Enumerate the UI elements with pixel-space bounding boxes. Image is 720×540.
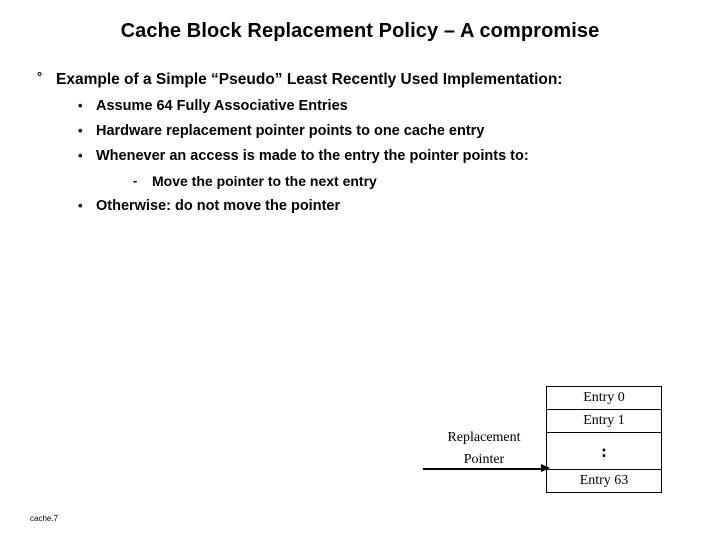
bullet-level1-text: Example of a Simple “Pseudo” Least Recen… [56, 71, 563, 88]
bullet-item-text: Whenever an access is made to the entry … [96, 148, 529, 164]
replacement-pointer-label-line1: Replacement [447, 430, 521, 445]
replacement-pointer-label-line2: Pointer [463, 452, 505, 467]
bullet-item: • Otherwise: do not move the pointer [30, 196, 690, 216]
bullet-marker-dot: • [78, 198, 83, 213]
table-row: Entry 1 [546, 409, 662, 433]
bullet-item-text: Move the pointer to the next entry [152, 173, 377, 189]
arrow-shaft [423, 468, 542, 470]
cache-entry-cell: Entry 63 [546, 469, 662, 493]
bullet-item-text: Otherwise: do not move the pointer [96, 198, 341, 214]
bullet-item: - Move the pointer to the next entry [30, 171, 690, 191]
arrow-head [541, 464, 550, 472]
replacement-pointer-label: Replacement Pointer [420, 428, 548, 470]
table-row: Entry 63 [546, 469, 662, 493]
bullet-item-text: Hardware replacement pointer points to o… [96, 123, 485, 139]
slide-footer: cache.7 [30, 514, 59, 523]
bullet-item-text: Assume 64 Fully Associative Entries [96, 98, 348, 114]
bullet-marker-dot: • [78, 148, 83, 163]
cache-entry-table: Entry 0 Entry 1 : Entry 63 [546, 386, 662, 493]
bullet-marker-dot: • [78, 123, 83, 138]
cache-entry-ellipsis: : [546, 432, 662, 470]
table-row: Entry 0 [546, 386, 662, 410]
table-row: : [546, 432, 662, 470]
cache-entry-cell: Entry 1 [546, 409, 662, 433]
cache-entry-cell: Entry 0 [546, 386, 662, 410]
page-title: Cache Block Replacement Policy – A compr… [120, 20, 600, 42]
bullet-item: • Whenever an access is made to the entr… [30, 146, 690, 166]
bullet-item: • Hardware replacement pointer points to… [30, 121, 690, 141]
bullet-level1: ° Example of a Simple “Pseudo” Least Rec… [30, 69, 690, 90]
bullet-marker-dash: - [133, 173, 138, 188]
arrow-right-icon [423, 464, 550, 473]
slide-body: ° Example of a Simple “Pseudo” Least Rec… [30, 69, 690, 221]
bullet-marker-degree: ° [37, 69, 43, 84]
replacement-pointer-diagram: Replacement Pointer Entry 0 Entry 1 : En… [420, 386, 700, 511]
bullet-item: • Assume 64 Fully Associative Entries [30, 96, 690, 116]
bullet-marker-dot: • [78, 98, 83, 113]
